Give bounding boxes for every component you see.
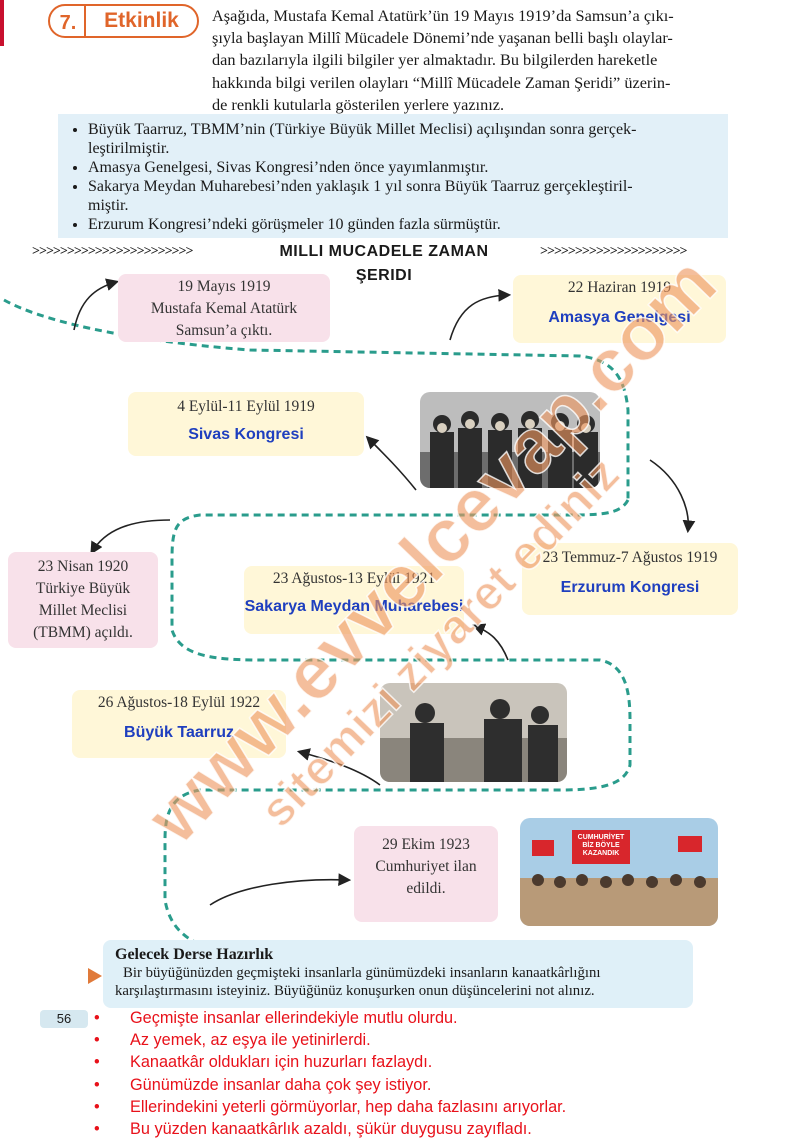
clue-text-cont: leştirilmiştir. [88, 140, 170, 157]
arrow-sivas [365, 435, 417, 491]
answer-item: Bu yüzden kanaatkârlık azaldı, şükür duy… [94, 1118, 694, 1140]
path-seg-1 [3, 298, 630, 500]
photo-war-leaders [380, 683, 567, 782]
activity-number: 7. [48, 4, 88, 38]
event-card-sivas: 4 Eylül-11 Eylül 1919 Sivas Kongresi [128, 392, 364, 456]
answer-item: Ellerindekini yeterli görmüyorlar, hep d… [94, 1096, 694, 1118]
page-number: 56 [40, 1010, 88, 1028]
event-card-amasya: 22 Haziran 1919 Amasya Genelgesi [513, 275, 726, 343]
clue-item: Sakarya Meydan Muharebesi’nden yaklaşık … [88, 177, 718, 215]
intro-line: şıyla başlayan Millî Mücadele Dönemi’nde… [212, 28, 673, 48]
event-card-cumhuriyet: 29 Ekim 1923 Cumhuriyet ilan edildi. [354, 826, 498, 922]
answer-item: Günümüzde insanlar daha çok şey istiyor. [94, 1074, 694, 1096]
ribbon-arrows-left: >>>>>>>>>>>>>>>>>>>>>>> [32, 244, 193, 259]
event-date: 22 Haziran 1919 [567, 279, 672, 296]
event-card-taarruz: 26 Ağustos-18 Eylül 1922 Büyük Taarruz [72, 690, 286, 758]
answer-item: Kanaatkâr oldukları için huzurları fazla… [94, 1051, 694, 1073]
event-text: Mustafa Kemal Atatürk [150, 300, 298, 317]
event-name: Erzurum Kongresi [560, 579, 700, 596]
photo-sivas-congress [420, 392, 600, 488]
photo-republic-image [520, 818, 718, 926]
path-seg-2 [163, 499, 632, 950]
event-date: 26 Ağustos-18 Eylül 1922 [97, 694, 261, 711]
photo-sivas-image [420, 392, 600, 488]
lesson-prep-heading: Gelecek Derse Hazırlık [115, 946, 274, 963]
intro-line: Aşağıda, Mustafa Kemal Atatürk’ün 19 May… [212, 6, 674, 25]
ribbon-arrows-right: >>>>>>>>>>>>>>>>>>>>> [540, 244, 688, 259]
clue-item: Erzurum Kongresi’ndeki görüşmeler 10 gün… [88, 215, 718, 234]
event-card-sakarya: 23 Ağustos-13 Eylül 1921 Sakarya Meydan … [244, 566, 464, 634]
event-card-erzurum: 23 Temmuz-7 Ağustos 1919 Erzurum Kongres… [522, 543, 738, 615]
intro-line: dan bazılarıyla ilgili bilgiler yer alma… [212, 50, 658, 70]
event-text: edildi. [406, 880, 446, 897]
page-edge-marker [0, 0, 4, 46]
event-name: Amasya Genelgesi [548, 309, 691, 326]
clue-text-cont: miştir. [88, 197, 129, 214]
clues-box: Büyük Taarruz, TBMM’nin (Türkiye Büyük M… [58, 114, 728, 238]
activity-badge: 7. Etkinlik [48, 4, 203, 38]
event-date: 23 Ağustos-13 Eylül 1921 [272, 570, 436, 587]
timeline-title-ribbon: >>>>>>>>>>>>>>>>>>>>>>> MILLI MUCADELE Z… [32, 240, 732, 284]
clue-text: Büyük Taarruz, TBMM’nin (Türkiye Büyük M… [88, 121, 637, 138]
photo-banner-text: CUMHURİYET BİZ BÖYLE KAZANDIK [577, 834, 625, 857]
photo-republic: CUMHURİYET BİZ BÖYLE KAZANDIK [520, 818, 718, 926]
timeline-title: MILLI MUCADELE ZAMAN ŞERIDI [279, 243, 489, 284]
answer-item: Az yemek, az eşya ile yetinirlerdi. [94, 1029, 694, 1051]
event-name: Sivas Kongresi [188, 426, 304, 443]
event-text: Samsun’a çıktı. [175, 322, 273, 339]
arrow-taarruz [296, 748, 381, 786]
event-date: 23 Temmuz-7 Ağustos 1919 [542, 549, 718, 566]
arrow-tbmm [90, 519, 171, 555]
clues-list: Büyük Taarruz, TBMM’nin (Türkiye Büyük M… [66, 120, 718, 234]
event-date: 29 Ekim 1923 [382, 836, 470, 853]
event-name: Büyük Taarruz [124, 724, 234, 741]
answer-item: Geçmişte insanlar ellerindekiyle mutlu o… [94, 1007, 694, 1029]
event-name: Sakarya Meydan Muharebesi [244, 598, 464, 615]
arrow-samsun [73, 278, 120, 331]
clue-text: Amasya Genelgesi, Sivas Kongresi’nden ön… [88, 159, 489, 176]
event-card-samsun: 19 Mayıs 1919 Mustafa Kemal Atatürk Sams… [118, 274, 330, 342]
lesson-prep-text: karşılaştırmasını isteyiniz. Büyüğünüz k… [115, 983, 595, 999]
lesson-prep-box: Gelecek Derse Hazırlık Bir büyüğünüzden … [103, 940, 693, 1008]
photo-war-image [380, 683, 567, 782]
clue-item: Amasya Genelgesi, Sivas Kongresi’nden ön… [88, 158, 718, 177]
event-text: (TBMM) açıldı. [33, 624, 133, 641]
lesson-prep-text: Bir büyüğünüzden geçmişteki insanlarla g… [123, 965, 601, 981]
arrow-cumhuriyet [209, 873, 352, 906]
clue-text: Erzurum Kongresi’ndeki görüşmeler 10 gün… [88, 216, 501, 233]
arrow-sakarya [472, 623, 509, 661]
event-date: 23 Nisan 1920 [37, 558, 129, 575]
play-triangle-icon [88, 968, 102, 984]
event-card-tbmm: 23 Nisan 1920 Türkiye Büyük Millet Mecli… [8, 552, 158, 648]
event-text: Millet Meclisi [38, 602, 128, 619]
event-text: Türkiye Büyük [35, 580, 131, 597]
answer-list: Geçmişte insanlar ellerindekiyle mutlu o… [94, 1007, 694, 1140]
intro-line: de renkli kutularla gösterilen yerlere y… [212, 94, 505, 114]
event-date: 4 Eylül-11 Eylül 1919 [177, 398, 315, 415]
clue-text: Sakarya Meydan Muharebesi’nden yaklaşık … [88, 178, 633, 195]
arrow-amasya [449, 288, 512, 341]
event-text: Cumhuriyet ilan [375, 858, 477, 875]
activity-instructions: Aşağıda, Mustafa Kemal Atatürk’ün 19 May… [212, 5, 732, 116]
clue-item: Büyük Taarruz, TBMM’nin (Türkiye Büyük M… [88, 120, 718, 158]
activity-label: Etkinlik [84, 4, 199, 38]
arrow-erzurum [649, 459, 696, 534]
event-date: 19 Mayıs 1919 [177, 278, 271, 295]
intro-line: hakkında bilgi verilen olayları “Millî M… [212, 72, 671, 92]
